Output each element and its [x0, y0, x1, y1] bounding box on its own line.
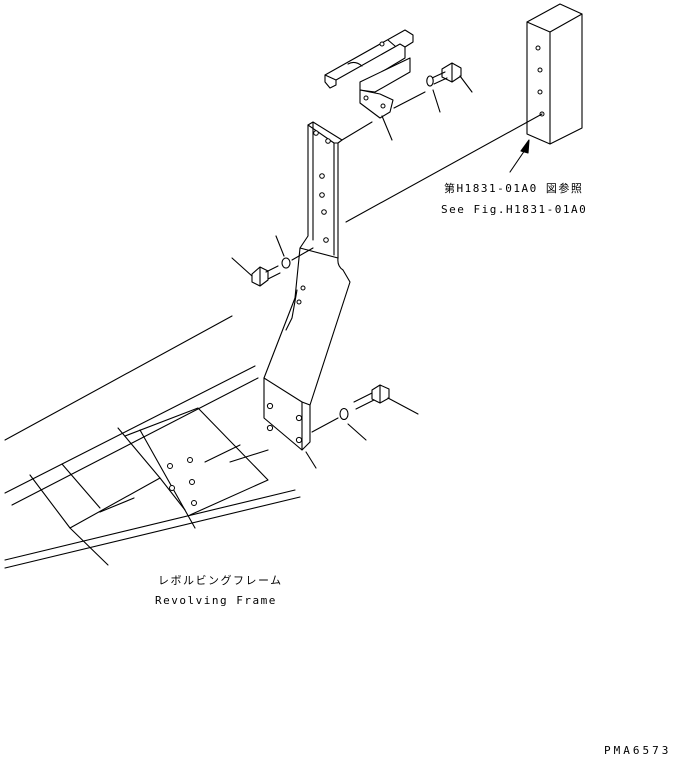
frame-hole: [169, 485, 175, 491]
block-hole: [537, 89, 543, 95]
reference-label-en: See Fig.H1831-01A0: [441, 203, 588, 216]
bracket-hole: [319, 192, 325, 198]
bracket-hole: [266, 402, 274, 410]
clamp-hole: [379, 41, 385, 47]
bracket-hole: [325, 138, 331, 144]
clamp-hole: [363, 95, 369, 101]
bracket-hole: [323, 237, 329, 243]
top-washer: [426, 75, 434, 87]
bracket-hole: [321, 209, 327, 215]
frame-hole: [187, 457, 193, 463]
frame-label-jp: レボルビングフレーム: [158, 574, 283, 587]
bracket-hole: [319, 173, 325, 179]
block-hole: [537, 67, 543, 73]
revolving-frame: [4, 315, 301, 569]
frame-hole: [189, 479, 195, 485]
reference-label-jp: 第H1831-01A0 図参照: [444, 182, 584, 195]
top-clamp: [324, 29, 414, 119]
drawing-code: PMA6573: [604, 744, 672, 757]
left-washer: [281, 257, 291, 269]
bracket-hole: [313, 130, 319, 136]
frame-label-en: Revolving Frame: [155, 594, 277, 607]
top-bolt: [426, 62, 462, 87]
frame-hole: [167, 463, 173, 469]
bracket-hole: [296, 299, 302, 305]
bracket-hole: [295, 414, 303, 422]
frame-hole: [191, 500, 197, 506]
clamp-hole: [380, 103, 386, 109]
lower-washer: [339, 407, 349, 421]
reference-block: [526, 3, 583, 145]
lower-bolt: [339, 384, 390, 421]
bracket-hole: [295, 436, 303, 444]
bracket: [263, 121, 351, 451]
bracket-hole: [300, 285, 306, 291]
block-hole: [535, 45, 541, 51]
left-bolt: [251, 257, 291, 287]
bracket-hole: [266, 424, 274, 432]
